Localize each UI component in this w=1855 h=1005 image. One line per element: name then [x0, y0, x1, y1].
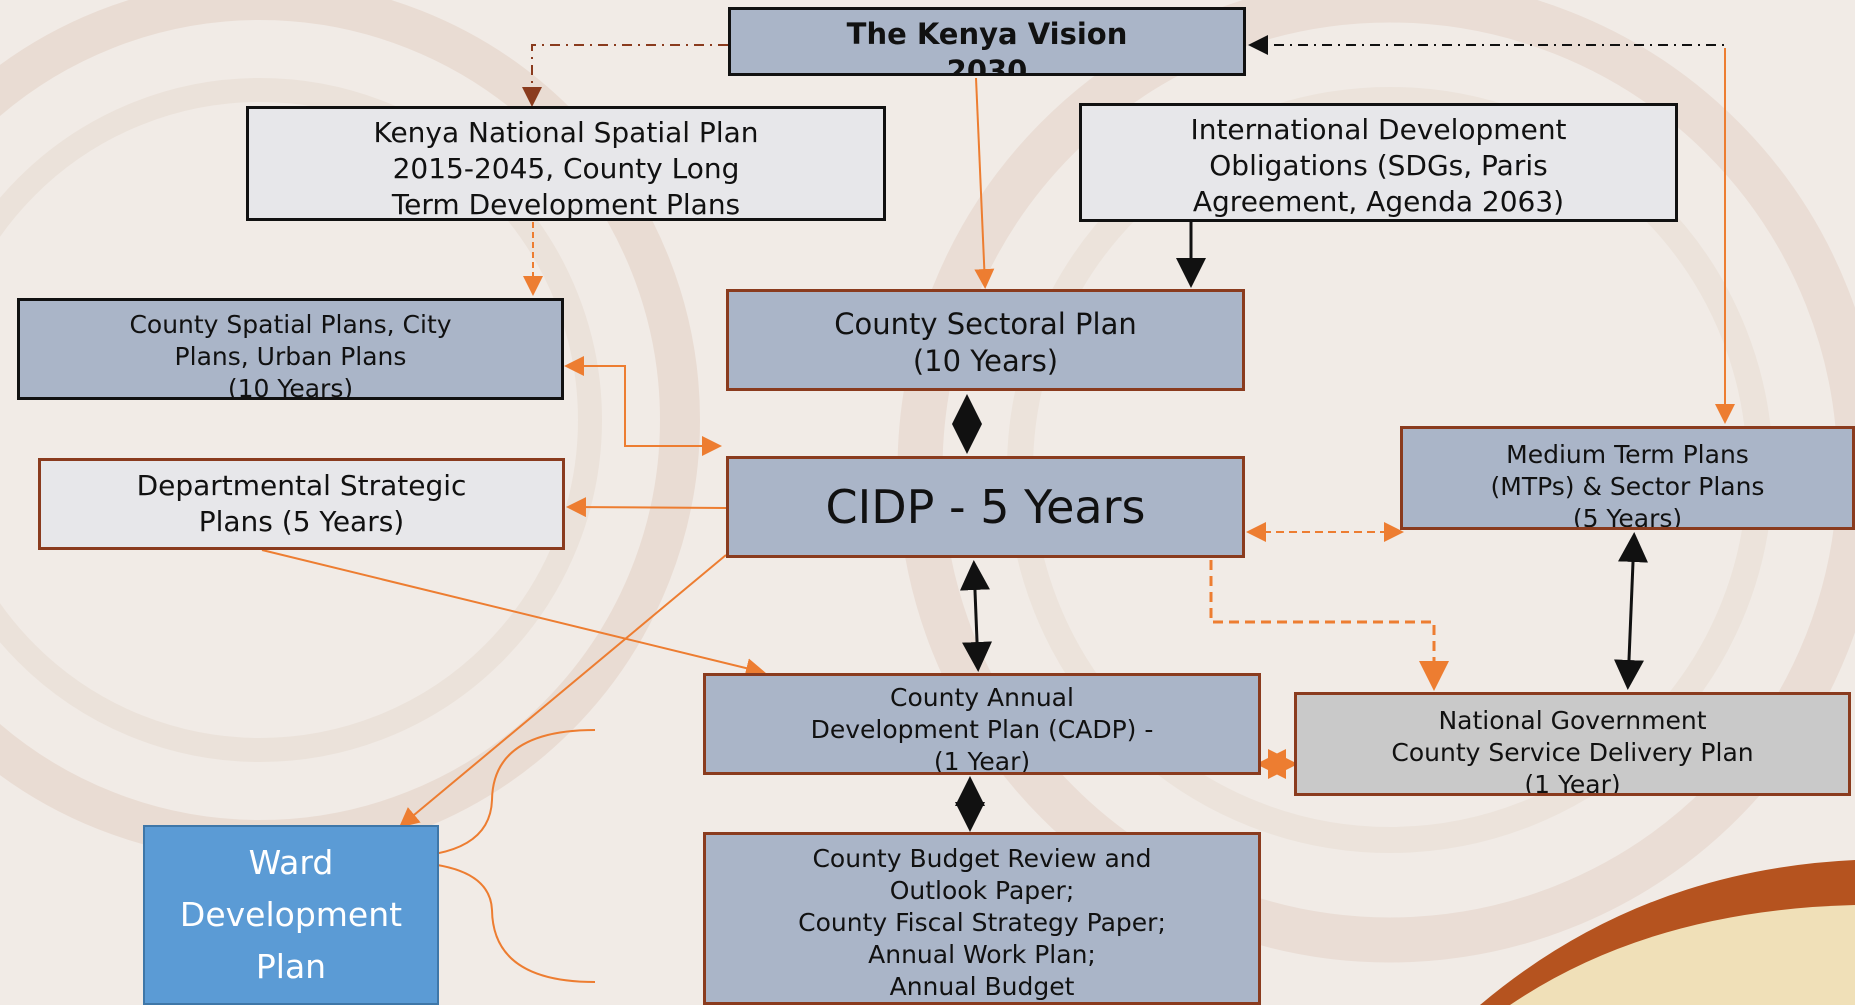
- node-county-sectoral-plan: County Sectoral Plan (10 Years): [726, 289, 1245, 391]
- node-ward-development-plan: Ward Development Plan: [143, 825, 439, 1005]
- arrow-cidp-to-departmental: [566, 497, 727, 518]
- ward-bracket-top: [395, 729, 596, 858]
- arrow-cidp-cadp: [959, 560, 993, 672]
- arrow-cidp-to-ng: [1209, 560, 1449, 691]
- node-departmental-strategic-plans: Departmental Strategic Plans (5 Years): [38, 458, 565, 550]
- arrow-cidp-to-ward: [398, 554, 727, 828]
- node-national-spatial-plan: Kenya National Spatial Plan 2015-2045, C…: [246, 106, 886, 221]
- node-county-spatial-plans: County Spatial Plans, City Plans, Urban …: [17, 298, 564, 400]
- node-budget-documents: County Budget Review and Outlook Paper; …: [703, 832, 1261, 1005]
- node-international-obligations: International Development Obligations (S…: [1079, 103, 1678, 222]
- node-ng-service-delivery-plan: National Government County Service Deliv…: [1294, 692, 1851, 796]
- arrow-mtp-ng: [1613, 532, 1649, 690]
- arrow-mtp-to-vision: [1248, 35, 1726, 420]
- arrow-departmental-to-cadp: [261, 549, 766, 678]
- arrow-county-spatial-cidp: [564, 356, 720, 447]
- node-kenya-vision-2030: The Kenya Vision 2030: [728, 7, 1246, 76]
- arrow-vision-to-spatial: [522, 44, 728, 107]
- ward-bracket-bottom: [395, 861, 596, 983]
- node-cidp: CIDP - 5 Years: [726, 456, 1245, 558]
- node-cadp: County Annual Development Plan (CADP) - …: [703, 673, 1261, 775]
- arrow-vision-to-sectoral: [974, 77, 995, 289]
- node-medium-term-plans: Medium Term Plans (MTPs) & Sector Plans …: [1400, 426, 1855, 530]
